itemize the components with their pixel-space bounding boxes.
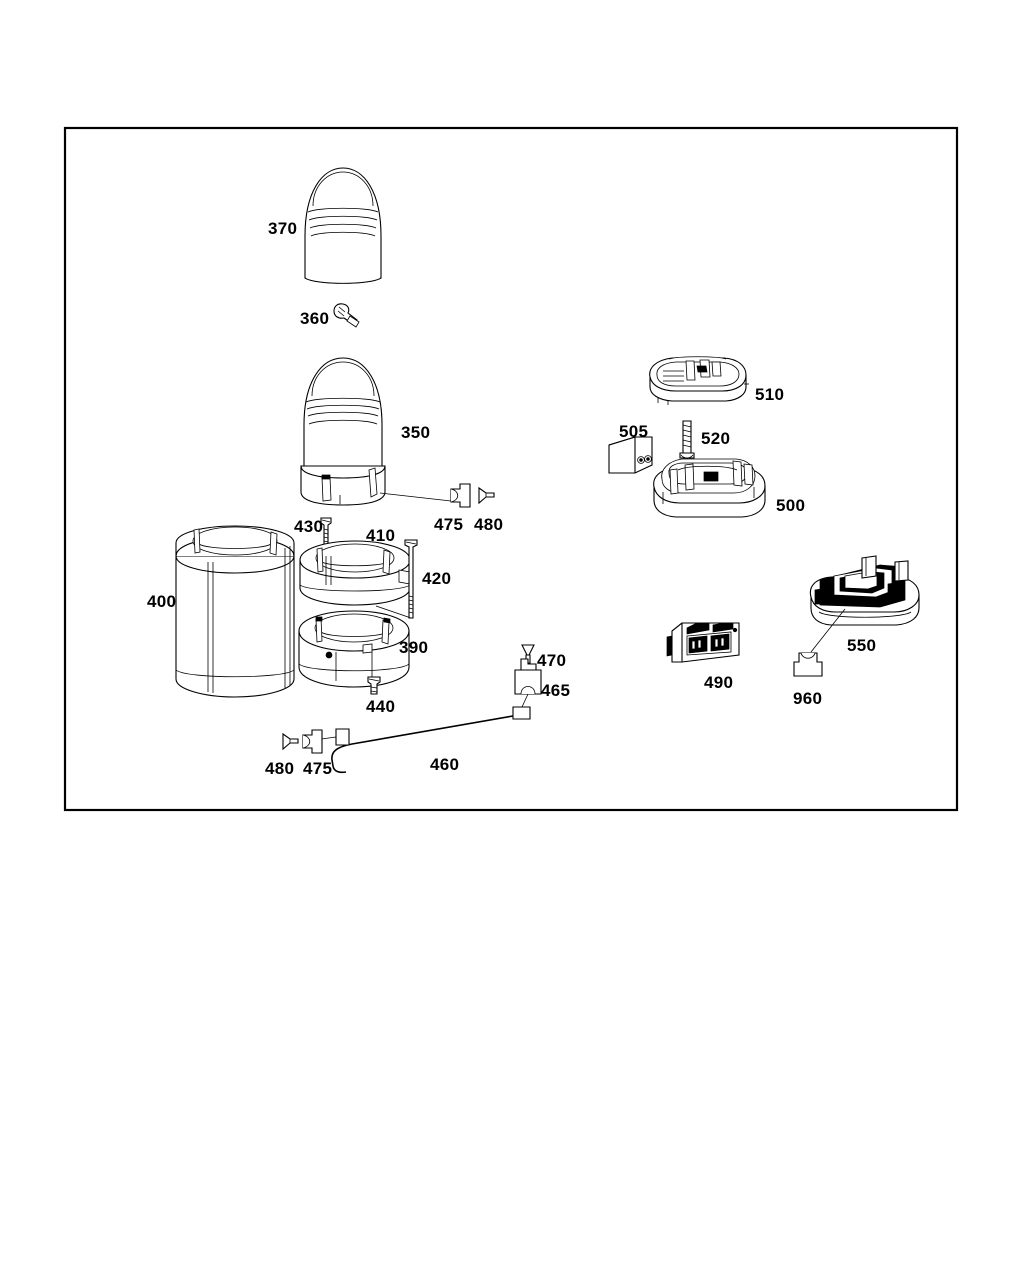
callout-505: 505 (619, 422, 649, 441)
callout-520: 520 (701, 429, 731, 448)
part-500-control-unit-base (653, 458, 766, 518)
part-360-retaining-clip (333, 303, 360, 328)
part-465-cable-connector-boot (514, 658, 542, 708)
diagram-frame (63, 126, 959, 812)
part-510-control-unit-cover (649, 356, 749, 405)
callout-470: 470 (537, 651, 567, 670)
callout-465: 465 (541, 681, 571, 700)
callout-410: 410 (366, 526, 396, 545)
part-440-screw-base (367, 676, 381, 695)
callout-500: 500 (776, 496, 806, 515)
part-960-clip-bracket (793, 652, 823, 677)
callout-430: 430 (294, 517, 324, 536)
callout-550: 550 (847, 636, 877, 655)
part-490-relay-connector-block (666, 622, 740, 663)
part-480-connector-seal-upper (478, 486, 495, 505)
callout-350: 350 (401, 423, 431, 442)
part-550-electronic-module (809, 555, 920, 653)
part-520-tapping-screw (679, 420, 695, 460)
callout-480-lower: 480 (265, 759, 295, 778)
callout-400: 400 (147, 592, 177, 611)
callout-510: 510 (755, 385, 785, 404)
part-430-screw-short (320, 517, 332, 556)
callout-460: 460 (430, 755, 460, 774)
part-475-connector-housing-lower (302, 729, 323, 754)
part-390-mounting-ring-lower (298, 610, 410, 688)
callout-475-lower: 475 (303, 759, 333, 778)
callout-420: 420 (422, 569, 452, 588)
callout-960: 960 (793, 689, 823, 708)
part-505-plug-connector-two-pin (608, 436, 653, 474)
callout-390: 390 (399, 638, 429, 657)
callout-440: 440 (366, 697, 396, 716)
part-370-lens-dome-upper (304, 167, 382, 284)
part-480-connector-seal-lower (282, 732, 299, 751)
callout-360: 360 (300, 309, 330, 328)
part-420-screw-long (375, 539, 418, 619)
part-350-lens-dome-lower (300, 357, 452, 506)
callout-490: 490 (704, 673, 734, 692)
callout-480-upper: 480 (474, 515, 504, 534)
part-400-housing-cylinder (175, 525, 295, 698)
callout-370: 370 (268, 219, 298, 238)
part-410-mounting-ring-upper (299, 540, 411, 606)
callout-475-upper: 475 (434, 515, 464, 534)
part-460-wiring-harness (313, 706, 531, 774)
part-475-connector-housing-upper (450, 483, 471, 508)
